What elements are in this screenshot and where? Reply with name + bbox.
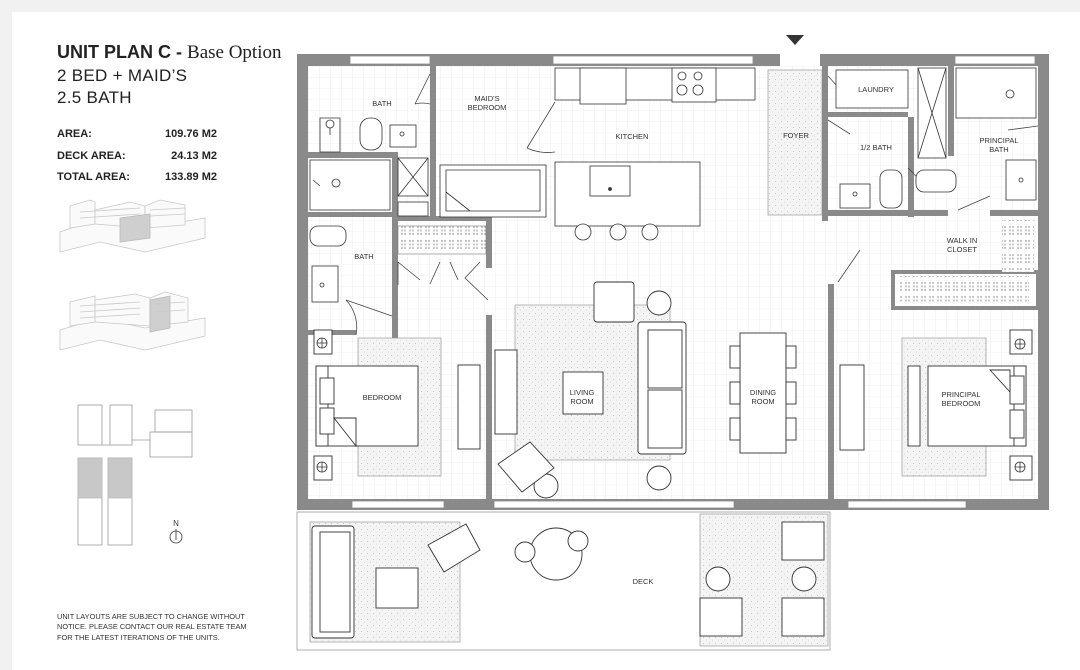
plan-baths: 2.5 BATH (57, 88, 132, 107)
principal-bedroom-furniture (839, 364, 1027, 451)
outlet-icons (316, 337, 1026, 473)
plan-option: Base Option (187, 42, 282, 63)
unit-floor-plan: BATH MAID'S BEDROOM KITCHEN FOYER LAUNDR… (296, 35, 1049, 651)
north-arrow: N (169, 519, 183, 544)
label-bath-top: BATH (372, 99, 391, 108)
area-value: 109.76 M2 (165, 128, 217, 140)
entry-opening (780, 54, 820, 66)
label-maids-2: BEDROOM (468, 103, 507, 112)
disclaimer: UNIT LAYOUTS ARE SUBJECT TO CHANGE WITHO… (57, 612, 247, 642)
bedroom-furniture (313, 329, 1033, 481)
area-row: AREA: 109.76 M2 (57, 128, 217, 150)
label-foyer: FOYER (783, 131, 809, 140)
bath-left-fixtures (309, 225, 347, 303)
label-kitchen: KITCHEN (616, 132, 649, 141)
half-bath-laundry-fixtures (835, 67, 947, 209)
foyer-rug (767, 69, 823, 216)
living-furniture (457, 281, 687, 499)
label-bath-left: BATH (354, 252, 373, 261)
building-massing-thumbnail-top (59, 199, 206, 253)
interior-walls (308, 66, 1038, 500)
area-table: AREA: 109.76 M2 DECK AREA: 24.13 M2 TOTAL … (57, 128, 217, 193)
building-massing-thumbnail-bottom (59, 291, 206, 351)
label-laundry: LAUNDRY (858, 85, 894, 94)
label-dining-1: DINING (750, 388, 776, 397)
hall-closet (397, 225, 487, 255)
deck-area-row: DECK AREA: 24.13 M2 (57, 150, 217, 172)
deck-area-label: DECK AREA: (57, 149, 126, 162)
label-living-2: ROOM (570, 397, 593, 406)
room-labels: BATH MAID'S BEDROOM KITCHEN FOYER LAUNDR… (354, 85, 1018, 586)
label-walkin-1: WALK IN (947, 236, 978, 245)
area-label: AREA: (57, 128, 92, 140)
kitchen-fixtures (439, 67, 756, 241)
label-walkin-2: CLOSET (947, 245, 977, 254)
walk-in-hangers (899, 276, 1029, 302)
deck-area (296, 511, 831, 651)
deck-area-value: 24.13 M2 (171, 149, 217, 162)
plan-name: UNIT PLAN C - (57, 42, 182, 62)
label-principal-bed-2: BEDROOM (942, 399, 981, 408)
label-maids-1: MAID'S (474, 94, 499, 103)
north-windows (349, 55, 1036, 65)
label-principal-bath-1: PRINCIPAL (979, 136, 1018, 145)
total-area-row: TOTAL AREA: 133.89 M2 (57, 171, 217, 193)
entry-arrow-icon (786, 35, 804, 45)
key-plan (77, 404, 193, 546)
plan-title-block: UNIT PLAN C - Base Option 2 BED + MAID’S… (57, 42, 281, 108)
label-bedroom: BEDROOM (363, 393, 402, 402)
label-half-bath: 1/2 BATH (860, 143, 892, 152)
principal-bath-fixtures (915, 67, 1037, 201)
plan-title: UNIT PLAN C - Base Option (57, 42, 281, 64)
total-area-label: TOTAL AREA: (57, 171, 130, 183)
dining-furniture (729, 332, 797, 454)
label-principal-bed-1: PRINCIPAL (941, 390, 980, 399)
label-living-1: LIVING (570, 388, 595, 397)
label-dining-2: ROOM (751, 397, 774, 406)
total-area-value: 133.89 M2 (165, 171, 217, 183)
label-principal-bath-2: BATH (989, 145, 1008, 154)
bath-top-fixtures (309, 117, 429, 217)
south-windows (351, 500, 967, 509)
north-label: N (173, 519, 179, 528)
plan-beds: 2 BED + MAID’S (57, 66, 188, 85)
label-deck: DECK (633, 577, 654, 586)
walk-in-hangers-side (1002, 220, 1034, 272)
